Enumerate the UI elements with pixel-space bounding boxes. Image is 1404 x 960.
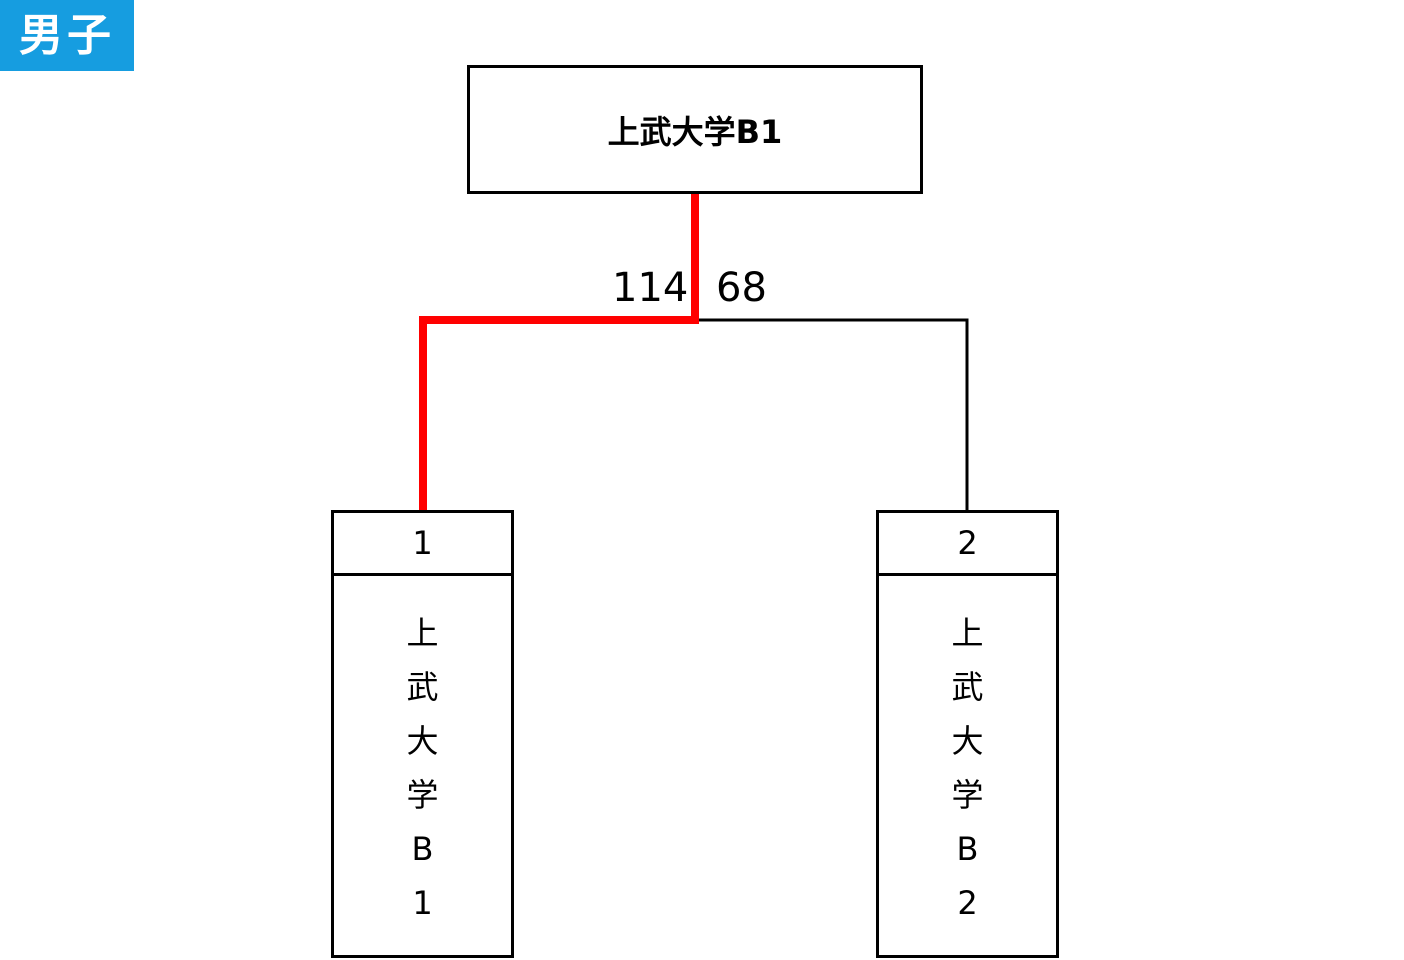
team-name-char: B [956, 830, 979, 868]
team-box-2: 2 上 武 大 学 B 2 [876, 510, 1059, 958]
winner-name: 上武大学B1 [607, 112, 783, 151]
category-badge: 男子 [0, 0, 134, 71]
team-name-char: 上 [406, 614, 439, 652]
team-name-char: 2 [957, 884, 978, 922]
team-name-char: 武 [951, 668, 984, 706]
team-name: 上 武 大 学 B 1 [334, 576, 511, 930]
winning-path-line [419, 192, 699, 512]
team-name-char: 大 [406, 722, 439, 760]
team-seed: 1 [334, 513, 511, 576]
team-name-char: 学 [951, 776, 984, 814]
score-left: 114 [612, 265, 689, 311]
team-name-char: 学 [406, 776, 439, 814]
team-name: 上 武 大 学 B 2 [879, 576, 1056, 930]
losing-path-line [695, 318, 969, 512]
team-seed: 2 [879, 513, 1056, 576]
team-box-1: 1 上 武 大 学 B 1 [331, 510, 514, 958]
team-name-char: 1 [412, 884, 433, 922]
team-name-char: B [411, 830, 434, 868]
team-name-char: 大 [951, 722, 984, 760]
team-name-char: 武 [406, 668, 439, 706]
score-right: 68 [716, 265, 767, 311]
team-name-char: 上 [951, 614, 984, 652]
winner-box: 上武大学B1 [467, 65, 923, 194]
